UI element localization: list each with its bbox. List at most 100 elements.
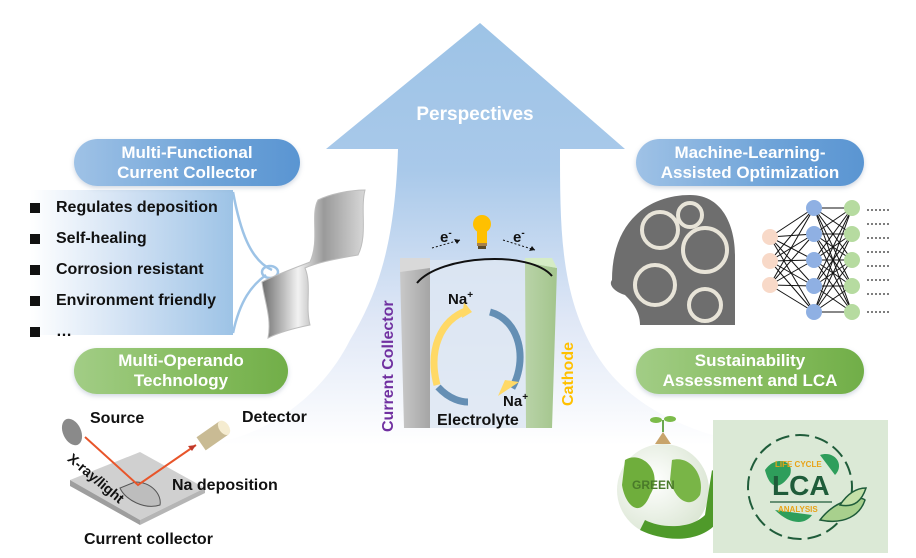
electron-label-right: e- (513, 228, 525, 246)
machine-learning-title-line2: Assisted Optimization (660, 162, 840, 182)
nn-edge (769, 236, 815, 261)
nn-ellipsis-dot (875, 237, 877, 239)
nn-edge (769, 236, 815, 313)
nn-ellipsis-dot (867, 311, 869, 313)
nn-ellipsis-dot (879, 311, 881, 313)
nn-ellipsis-dot (871, 223, 873, 225)
nn-ellipsis-dot (867, 265, 869, 267)
sustainability-title-line1: Sustainability (694, 351, 806, 370)
nn-ellipsis-dot (875, 223, 877, 225)
nn-edge (769, 259, 815, 286)
connector-lines (231, 191, 273, 334)
nn-node (806, 226, 822, 242)
current-collector-pill: Multi-Functional Current Collector (74, 139, 300, 186)
nn-edge (813, 207, 853, 261)
deposition-label: Na deposition (172, 477, 278, 494)
list-item: Corrosion resistant (30, 254, 218, 285)
nn-ellipsis-dot (875, 251, 877, 253)
sustainability-pill: Sustainability Assessment and LCA (636, 348, 864, 394)
nn-ellipsis-dot (875, 293, 877, 295)
nn-edge (769, 233, 815, 286)
nn-ellipsis-dot (887, 293, 889, 295)
electrolyte-label: Electrolyte (437, 412, 519, 429)
nn-edge (769, 207, 815, 238)
perspectives-title: Perspectives (416, 104, 534, 125)
nn-node (806, 252, 822, 268)
bullet-square-icon (30, 326, 40, 337)
list-item: Environment friendly (30, 285, 218, 316)
cathode-label: Cathode (560, 342, 577, 406)
nn-ellipsis-dot (879, 279, 881, 281)
nn-ellipsis-dot (887, 311, 889, 313)
lca-main-text: LCA (772, 470, 830, 501)
nn-ellipsis-dot (879, 265, 881, 267)
nn-ellipsis-dot (887, 223, 889, 225)
nn-edge (813, 259, 853, 313)
nn-node (806, 278, 822, 294)
lca-top-text: LIFE CYCLE (775, 460, 822, 469)
green-globe-image (617, 416, 722, 539)
lca-bottom-text: ANALYSIS (778, 505, 818, 514)
sustainability-title-line2: Assessment and LCA (662, 371, 838, 390)
nn-node (762, 229, 778, 245)
bullet-panel (30, 190, 233, 335)
current-collector-block (400, 265, 430, 428)
nn-ellipsis-dot (879, 237, 881, 239)
nn-ellipsis-dot (883, 223, 885, 225)
list-item: Self-healing (30, 223, 218, 254)
operando-illustration (61, 418, 231, 525)
operando-title-line1: Multi-Operando (118, 351, 244, 370)
nn-edge (813, 207, 853, 313)
substrate-label: Current collector (84, 531, 213, 548)
nn-ellipsis-dot (871, 209, 873, 211)
battery-cell (400, 215, 557, 428)
bullet-square-icon (30, 264, 40, 275)
nn-ellipsis-dot (875, 311, 877, 313)
nn-ellipsis-dot (883, 311, 885, 313)
nn-node (806, 304, 822, 320)
nn-edge (769, 207, 815, 286)
nn-ellipsis-dot (871, 237, 873, 239)
lightbulb-icon (473, 215, 491, 249)
gear-head-image (610, 195, 735, 325)
nn-ellipsis-dot (887, 251, 889, 253)
machine-learning-title-line1: Machine-Learning- (674, 142, 826, 162)
nn-ellipsis-dot (883, 293, 885, 295)
nn-ellipsis-dot (887, 209, 889, 211)
nn-ellipsis-dot (883, 279, 885, 281)
nn-node (762, 277, 778, 293)
sodium-ion-label-bottom: Na+ (503, 392, 529, 410)
nn-ellipsis-dot (867, 237, 869, 239)
cathode-block (525, 262, 557, 428)
nn-edge (769, 260, 815, 287)
foil-illustration (261, 189, 366, 339)
nn-ellipsis-dot (883, 209, 885, 211)
nn-ellipsis-dot (867, 279, 869, 281)
nn-node (762, 253, 778, 269)
nn-ellipsis-dot (871, 293, 873, 295)
nn-ellipsis-dot (879, 251, 881, 253)
nn-ellipsis-dot (887, 265, 889, 267)
nn-ellipsis-dot (867, 293, 869, 295)
ion-arrow-return (488, 308, 524, 390)
nn-node (844, 200, 860, 216)
current-collector-title-line2: Current Collector (117, 162, 257, 182)
nn-ellipsis-dot (875, 265, 877, 267)
nn-ellipsis-dot (867, 209, 869, 211)
current-collector-label: Current Collector (380, 300, 397, 432)
source-label: Source (90, 410, 145, 427)
detector-label: Detector (242, 409, 307, 426)
nn-edge (769, 284, 815, 313)
nn-ellipsis-dot (879, 209, 881, 211)
nn-ellipsis-dot (871, 279, 873, 281)
nn-ellipsis-dot (867, 223, 869, 225)
nn-edge (769, 207, 815, 262)
nn-edge (769, 260, 815, 313)
nn-ellipsis-dot (879, 293, 881, 295)
operando-pill: Multi-Operando Technology (74, 348, 288, 394)
bullet-square-icon (30, 295, 40, 306)
bullet-square-icon (30, 233, 40, 244)
nn-ellipsis-dot (887, 237, 889, 239)
ion-arrow-forward (430, 306, 470, 386)
green-globe-text: GREEN (632, 478, 675, 492)
